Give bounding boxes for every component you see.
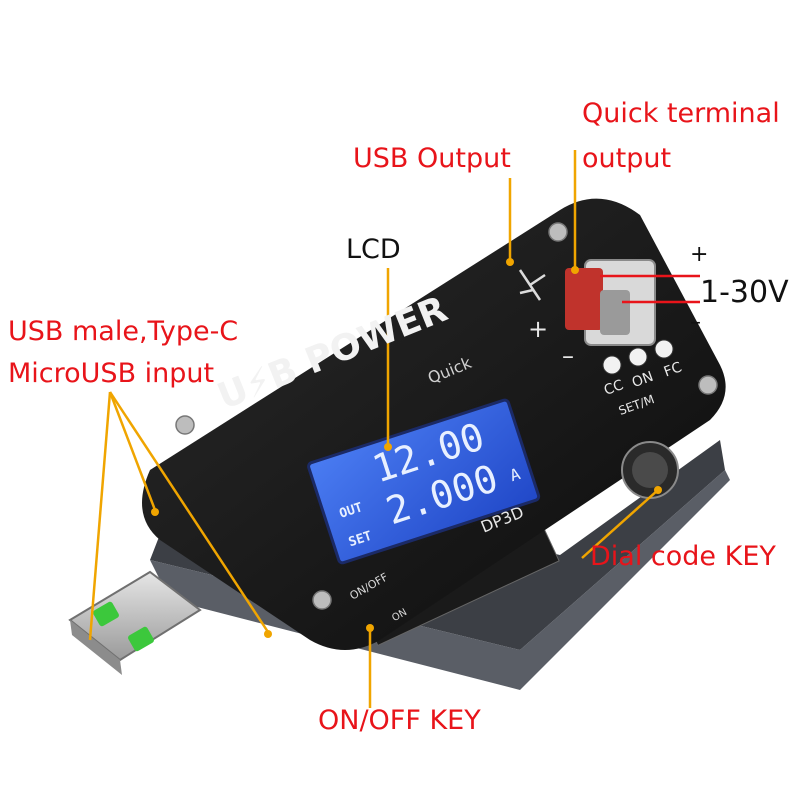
- lcd-panel: [307, 398, 541, 565]
- status-leds: [602, 339, 674, 375]
- dial-code-key-label: Dial code KEY: [590, 541, 776, 572]
- board-minus: –: [562, 342, 574, 370]
- usb-output-symbol: [518, 269, 546, 301]
- callout-lines: [88, 150, 659, 708]
- voltage-range-label: 1-30V: [700, 275, 789, 310]
- usb-input-label-2: MicroUSB input: [8, 358, 215, 389]
- callout-markers: [151, 258, 662, 638]
- lcd-label: LCD: [346, 234, 401, 265]
- board-screws: [175, 222, 718, 610]
- usb-input-label: USB male,Type-C: [8, 316, 239, 347]
- lcd-out-label: OUT: [337, 500, 365, 522]
- board-plus: +: [528, 315, 549, 343]
- lcd-set-label: SET: [346, 528, 374, 551]
- usb-connector: [68, 570, 202, 675]
- terminal-callout-lines: [600, 274, 700, 304]
- terminal-plus-label: +: [690, 242, 709, 267]
- quick-terminal: [565, 259, 656, 346]
- pcb-edge: [150, 470, 730, 690]
- terminal-minus-label: –: [690, 310, 701, 335]
- on-off-key-label: ON/OFF KEY: [318, 705, 481, 736]
- quick-terminal-label-2: output: [582, 143, 672, 174]
- quick-terminal-label: Quick terminal: [582, 98, 780, 129]
- lcd-current-unit: A: [507, 464, 523, 486]
- usb-output-label: USB Output: [353, 143, 511, 174]
- rotary-knob: [621, 441, 679, 499]
